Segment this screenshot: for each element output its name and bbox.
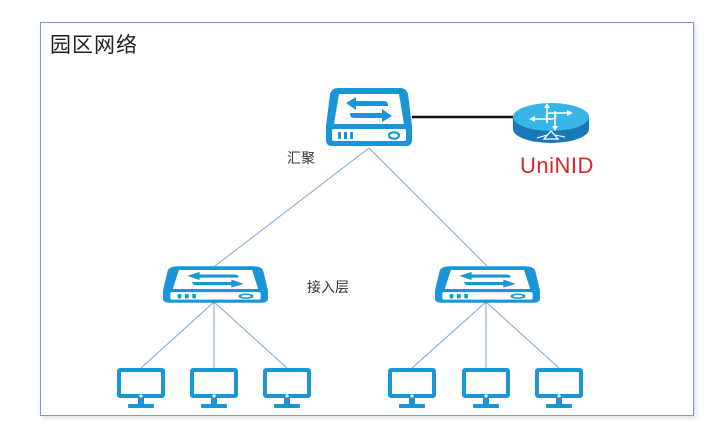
link-core-access-left (214, 147, 370, 267)
link-access-left-pc-1 (140, 301, 215, 369)
pc-icon[interactable] (462, 368, 510, 408)
core-layer-label: 汇聚 (287, 151, 315, 167)
access-switch-right-icon[interactable] (433, 264, 542, 305)
pc-icon[interactable] (190, 368, 238, 408)
pc-icon[interactable] (388, 368, 436, 408)
links (140, 115, 560, 369)
access-layer-label: 接入层 (307, 280, 349, 296)
pc-icon[interactable] (263, 368, 311, 408)
link-access-left-pc-3 (213, 301, 288, 369)
diagram-title: 园区网络 (50, 33, 138, 57)
pc-icon[interactable] (117, 368, 165, 408)
core-switch-icon[interactable] (324, 86, 414, 148)
pc-icon[interactable] (535, 368, 583, 408)
campus-network-frame (40, 22, 694, 416)
link-access-right-pc-6 (485, 301, 560, 369)
access-switch-left-icon[interactable] (161, 264, 270, 305)
link-core-access-right (368, 147, 488, 267)
router-label: UniNID (520, 153, 594, 178)
link-access-right-pc-4 (411, 301, 487, 369)
router-icon[interactable] (513, 103, 589, 143)
